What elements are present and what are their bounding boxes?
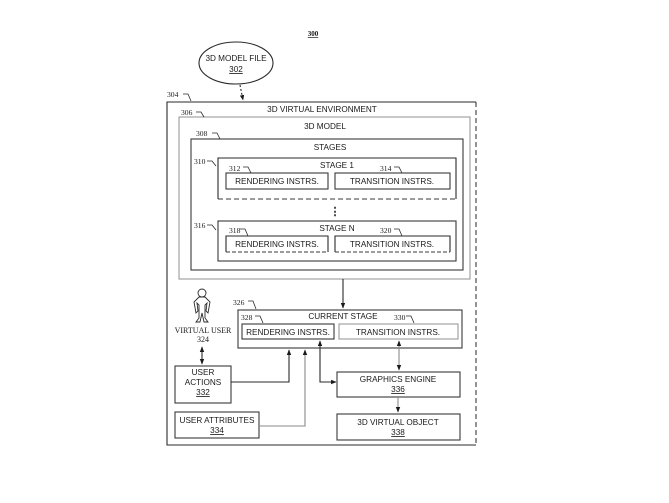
stage-n-transition-ref: 320 bbox=[380, 226, 392, 235]
model-file-ellipse bbox=[198, 41, 274, 85]
current-rendering-leader bbox=[255, 315, 264, 324]
virtual-object-label: 3D VIRTUAL OBJECT bbox=[357, 418, 438, 427]
graphics-engine-ref: 336 bbox=[391, 385, 405, 394]
stage-n-label: STAGE N bbox=[319, 224, 354, 233]
current-transition-leader bbox=[406, 315, 415, 324]
stages-leader bbox=[212, 132, 221, 140]
stage-1-rendering-ref: 312 bbox=[229, 164, 241, 173]
user-actions-box: USER ACTIONS 332 bbox=[174, 365, 232, 404]
stage-1-rendering-leader bbox=[243, 166, 252, 174]
user-actions-ref: 332 bbox=[196, 388, 210, 397]
model-file-ref: 302 bbox=[229, 65, 243, 74]
stages-ellipsis: ⋮ bbox=[330, 206, 341, 218]
current-stage-leader bbox=[248, 300, 257, 310]
model-ref: 306 bbox=[181, 108, 193, 117]
rendering-to-graphics-arrow bbox=[317, 340, 337, 385]
stage-n-transition-leader bbox=[394, 228, 403, 237]
virtual-environment-box: 3D VIRTUAL ENVIRONMENT 304 bbox=[166, 90, 477, 446]
stage-1-box: STAGE 1 310 RENDERING INSTRS. 312 TRANSI… bbox=[194, 157, 457, 200]
virtual-object-ref: 338 bbox=[391, 428, 405, 437]
model-label: 3D MODEL bbox=[304, 122, 346, 131]
user-actions-border bbox=[174, 365, 232, 404]
environment-leader bbox=[183, 93, 192, 102]
current-transition-label: TRANSITION INSTRS. bbox=[356, 328, 440, 337]
user-actions-line1: USER bbox=[192, 368, 215, 377]
stage-1-transition-label: TRANSITION INSTRS. bbox=[350, 177, 434, 186]
current-stage-ref: 326 bbox=[233, 298, 245, 307]
actions-to-current-stage-arrow bbox=[231, 349, 292, 383]
stage-1-rendering-box bbox=[225, 172, 329, 190]
stage-1-transition-ref: 314 bbox=[380, 164, 392, 173]
environment-border bbox=[166, 101, 476, 446]
virtual-object-border bbox=[336, 413, 461, 441]
graphics-engine-border bbox=[336, 371, 461, 398]
stages-label: STAGES bbox=[314, 143, 347, 152]
stage-n-border bbox=[217, 220, 457, 262]
stages-ref: 308 bbox=[196, 129, 208, 138]
stage-n-box: STAGE N 316 RENDERING INSTRS. 318 TRANSI… bbox=[194, 220, 457, 262]
stage-n-rendering-ref: 318 bbox=[229, 226, 241, 235]
stage-1-transition-leader bbox=[394, 166, 403, 174]
stage-1-border bbox=[217, 157, 457, 199]
virtual-user-label: VIRTUAL USER bbox=[175, 326, 232, 335]
stage-n-rendering-leader bbox=[240, 228, 249, 237]
stage-n-rendering-box bbox=[225, 235, 329, 252]
current-stage-label: CURRENT STAGE bbox=[308, 312, 378, 321]
user-attributes-box: USER ATTRIBUTES 334 bbox=[174, 411, 260, 439]
person-icon bbox=[193, 288, 211, 323]
current-rendering-ref: 328 bbox=[241, 313, 253, 322]
attributes-to-current-stage-arrow bbox=[259, 349, 308, 427]
current-rendering-label: RENDERING INSTRS. bbox=[246, 328, 330, 337]
file-to-environment-arrow bbox=[239, 84, 245, 101]
user-attributes-border bbox=[174, 411, 260, 439]
virtual-user-ref: 324 bbox=[197, 335, 209, 344]
graphics-engine-box: GRAPHICS ENGINE 336 bbox=[336, 371, 461, 398]
current-stage-box: CURRENT STAGE 326 RENDERING INSTRS. 328 … bbox=[233, 298, 463, 349]
user-attributes-label: USER ATTRIBUTES bbox=[180, 416, 255, 425]
current-rendering-box bbox=[241, 323, 335, 340]
user-attributes-ref: 334 bbox=[210, 426, 224, 435]
stage-1-ref: 310 bbox=[194, 157, 206, 166]
figure-number: 300 bbox=[308, 30, 319, 38]
stage-1-leader bbox=[207, 160, 217, 167]
model-file-label: 3D MODEL FILE bbox=[205, 54, 267, 63]
user-actions-line2: ACTIONS bbox=[185, 378, 222, 387]
stage-n-leader bbox=[207, 224, 217, 231]
stage-n-transition-label: TRANSITION INSTRS. bbox=[350, 240, 434, 249]
environment-ref: 304 bbox=[167, 90, 179, 99]
stage-n-transition-box bbox=[334, 235, 451, 252]
current-transition-box bbox=[338, 323, 459, 340]
current-transition-ref: 330 bbox=[394, 313, 406, 322]
stage-n-ref: 316 bbox=[194, 221, 206, 230]
stage-1-rendering-label: RENDERING INSTRS. bbox=[235, 177, 319, 186]
model-file-node: 3D MODEL FILE 302 bbox=[198, 41, 274, 85]
graphics-engine-label: GRAPHICS ENGINE bbox=[360, 375, 437, 384]
stage-n-rendering-label: RENDERING INSTRS. bbox=[235, 240, 319, 249]
environment-label: 3D VIRTUAL ENVIRONMENT bbox=[267, 105, 377, 114]
virtual-object-box: 3D VIRTUAL OBJECT 338 bbox=[336, 413, 461, 441]
model-leader bbox=[196, 111, 205, 118]
stage-1-label: STAGE 1 bbox=[320, 161, 354, 170]
stage-1-transition-box bbox=[334, 172, 451, 190]
virtual-user: VIRTUAL USER 324 bbox=[175, 288, 232, 344]
